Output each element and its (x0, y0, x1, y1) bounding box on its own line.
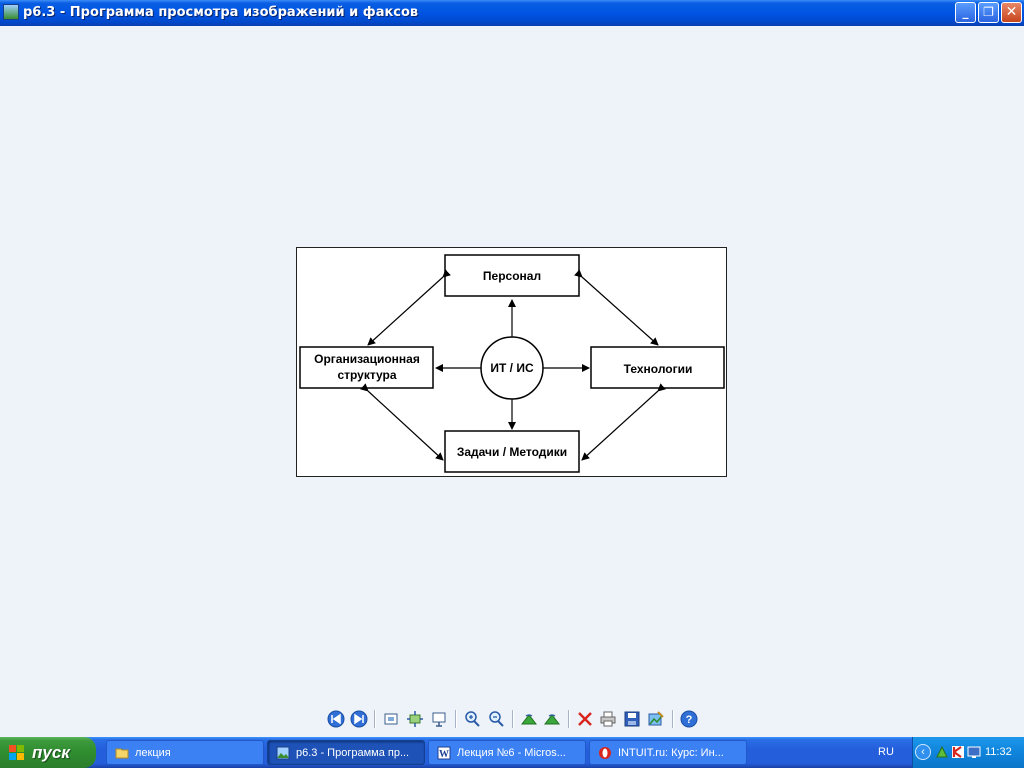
toolbar-separator (512, 710, 514, 728)
maximize-button[interactable]: ❐ (978, 2, 999, 23)
network-icon[interactable] (935, 745, 949, 759)
image-viewer-icon (3, 4, 19, 20)
start-label: пуск (32, 743, 70, 762)
opera-icon (599, 747, 611, 759)
close-button[interactable]: ✕ (1001, 2, 1022, 23)
best-fit-icon[interactable] (382, 710, 400, 728)
clock[interactable]: 11:32 (985, 746, 1012, 758)
label-org-line1: Организационная (314, 352, 420, 366)
taskbar-item-word[interactable]: W Лекция №6 - Micros... (428, 740, 586, 765)
taskbar-item-opera[interactable]: INTUIT.ru: Курс: Ин... (589, 740, 747, 765)
label-org-line2: структура (337, 368, 396, 382)
image-viewer-icon (276, 746, 290, 760)
task-label: INTUIT.ru: Курс: Ин... (618, 747, 724, 759)
rotate-counterclockwise-icon[interactable] (543, 710, 561, 728)
label-tasks-methods: Задачи / Методики (457, 445, 567, 459)
toolbar-separator (455, 710, 457, 728)
toolbar-separator (568, 710, 570, 728)
minimize-button[interactable]: _ (955, 2, 976, 23)
actual-size-icon[interactable] (406, 710, 424, 728)
word-icon: W (437, 746, 451, 760)
task-label: лекция (135, 747, 171, 759)
diagram: Персонал Организационная структура Техно… (299, 254, 725, 473)
print-icon[interactable] (599, 710, 617, 728)
arrow-personnel-tech (574, 269, 659, 346)
edit-icon[interactable] (647, 710, 665, 728)
task-label: Лекция №6 - Micros... (457, 747, 566, 759)
box-org-structure (299, 346, 434, 389)
label-personnel: Персонал (483, 269, 541, 283)
rotate-clockwise-icon[interactable] (520, 710, 538, 728)
windows-logo-icon (9, 745, 24, 760)
arrow-org-tasks (360, 383, 444, 461)
label-technologies: Технологии (624, 362, 693, 376)
folder-icon (115, 748, 129, 759)
taskbar-item-image-viewer[interactable]: р6.3 - Программа пр... (267, 740, 425, 765)
toolbar-separator (374, 710, 376, 728)
display-icon[interactable] (967, 745, 981, 759)
toolbar-separator (672, 710, 674, 728)
previous-image-icon[interactable] (327, 710, 345, 728)
delete-icon[interactable] (576, 710, 594, 728)
slideshow-icon[interactable] (430, 710, 448, 728)
displayed-image: Персонал Организационная структура Техно… (296, 247, 727, 477)
next-image-icon[interactable] (350, 710, 368, 728)
label-it-is: ИТ / ИС (490, 361, 534, 375)
language-indicator[interactable]: RU (878, 746, 894, 758)
antivirus-icon[interactable] (951, 745, 965, 759)
zoom-out-icon[interactable] (487, 710, 505, 728)
window-title: р6.3 - Программа просмотра изображений и… (23, 5, 419, 20)
taskbar: пуск лекция р6.3 - Программа пр... W Лек… (0, 737, 1024, 768)
arrow-tech-tasks (581, 383, 666, 461)
help-icon[interactable]: ? (680, 710, 698, 728)
save-icon[interactable] (623, 710, 641, 728)
start-button[interactable]: пуск (0, 737, 96, 768)
system-tray: ‹ 11:32 (912, 737, 1024, 768)
svg-text:?: ? (686, 714, 693, 726)
zoom-in-icon[interactable] (463, 710, 481, 728)
show-hidden-icons-button[interactable]: ‹ (915, 744, 931, 760)
viewer-toolbar: ? (324, 708, 704, 730)
arrow-personnel-org (367, 269, 451, 346)
svg-text:W: W (439, 749, 449, 760)
task-label: р6.3 - Программа пр... (296, 747, 410, 759)
taskbar-item-folder[interactable]: лекция (106, 740, 264, 765)
box-tasks-methods (444, 430, 580, 473)
title-bar[interactable]: р6.3 - Программа просмотра изображений и… (0, 0, 1024, 26)
